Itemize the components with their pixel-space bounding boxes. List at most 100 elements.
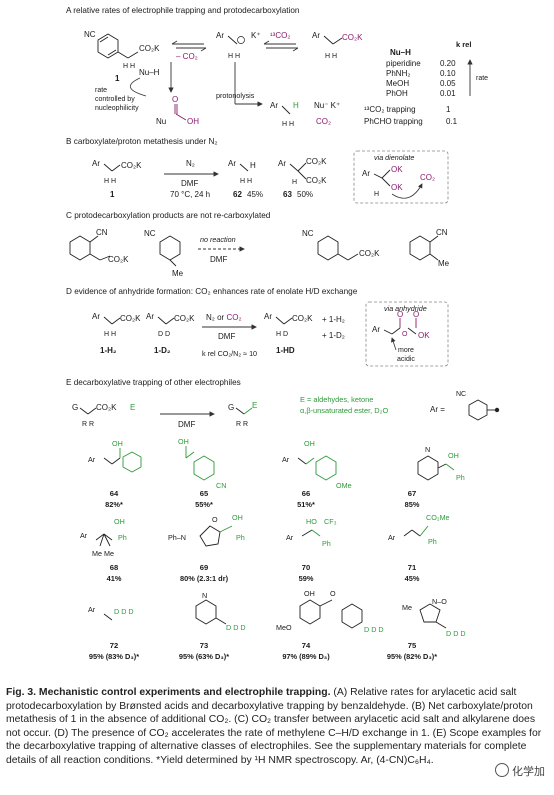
d-72: D D D [114,607,134,616]
hh-label-3: H H [325,53,337,60]
kplus-label: K⁺ [251,31,261,40]
trapping-row-value: 0.1 [446,117,458,126]
nuh-label: Nu–H [139,68,160,77]
compound-1-label: 1 [115,74,120,83]
product-id: 67 [408,489,416,498]
hh-label-4: H H [282,121,294,128]
oh-66: OH [304,439,315,448]
watermark: 化学加 [492,762,548,780]
g-e1: G [72,403,78,412]
caption-title: Fig. 3. Mechanistic control experiments … [6,687,331,698]
co2k-label: CO₂K [139,44,160,53]
product-yield: 95% (82% D₃)* [387,652,437,661]
product-yield: 95% (63% D₃)* [179,652,229,661]
nc-label: NC [84,30,96,39]
h-label: H [293,101,299,110]
attachment-point-icon [494,407,500,413]
n-75: N–O [432,597,447,606]
compound-1-structure [97,33,139,59]
rr-e1: R R [82,421,94,428]
ar-68: Ar [80,531,88,540]
cn-65: CN [216,481,226,490]
rate-axis-label: rate [476,75,488,82]
c1hd: 1-HD [276,346,295,355]
n-67: N [425,445,430,454]
nc-def: NC [456,391,466,398]
d-74: D D D [364,625,384,634]
p63: 63 [283,190,292,199]
o-label: O [172,95,178,104]
product-id: 69 [200,563,208,572]
g-e2: G [228,403,234,412]
product-id: 72 [110,641,118,650]
product-id: 74 [302,641,311,650]
product-id: 66 [302,489,310,498]
product-yield: 97% (89% D₃) [282,652,330,661]
product-yield: 45% [405,574,420,583]
rate-note-1: rate [95,87,107,94]
acidic-arrow [390,337,397,351]
ph-70: Ph [322,539,331,548]
ho-70: HO [306,517,317,526]
plus-1d2: + 1-D₂ [322,331,345,340]
ar-b2: Ar [228,159,236,168]
h-b3: H [292,179,297,186]
section-a-heading: A relative rates of electrophile trappin… [66,6,300,15]
hh-b1: H H [104,178,116,185]
ph-67: Ph [456,473,465,482]
wechat-icon [495,763,509,777]
hh-d1: H H [104,331,116,338]
cf3-70: CF₃ [324,517,337,526]
krel-row-name: PhNH₂ [386,69,410,78]
product-id: 75 [408,641,417,650]
watermark-text: 化学加 [512,766,545,778]
nc-c3: NC [302,229,314,238]
product-yield: 51%* [297,500,315,509]
cn-c4: CN [436,228,448,237]
ph-71: Ph [428,537,437,546]
co2k-c3: CO₂K [359,249,380,258]
rate-note-2: controlled by [95,96,135,103]
h-b2: H [250,161,256,170]
cond-b3: 70 °C, 24 h [170,190,210,199]
d-73: D D D [226,623,246,632]
ph-68: Ph [118,533,127,542]
d-75: D D D [446,629,466,638]
cond-d1: N₂ or CO₂ [206,313,242,322]
oh-68: OH [114,517,125,526]
no-reaction-label: no reaction [200,235,236,244]
ar-d1: Ar [92,312,100,321]
hh-label: H H [123,63,135,70]
o-dbox3: O [402,331,408,338]
me-c2: Me [172,269,184,278]
ar-70: Ar [286,533,294,542]
ar-d3: Ar [264,312,272,321]
krel-row-name: PhOH [386,89,408,98]
ok-d: OK [418,331,430,340]
dmf-c: DMF [210,255,227,264]
acidic-label: acidic [397,356,415,363]
oh-64: OH [112,439,123,448]
krel-row-value: 0.05 [440,79,456,88]
rate-note-3: nucleophilicity [95,105,139,112]
ar-def: Ar = [430,405,445,414]
o-69: O [212,515,218,524]
p62-yield: 45% [247,190,263,199]
krel-row-value: 0.01 [440,89,456,98]
minus-co2-label: – CO₂ [176,52,198,61]
product-id: 71 [408,563,417,572]
e-def-2: α,β-unsaturated ester, D₂O [300,406,388,415]
plus-1h2: + 1-H₂ [322,315,345,324]
trapping-row-name: ¹³CO₂ trapping [364,105,416,114]
figure-caption: Fig. 3. Mechanistic control experiments … [6,686,548,768]
ar-b1: Ar [92,159,100,168]
co2k-d1: CO₂K [120,314,141,323]
product-yield: 41% [107,574,122,583]
n-73: N [202,591,207,600]
dienolate-box [353,150,449,204]
oh-label: OH [187,117,199,126]
ar-bbox: Ar [362,169,370,178]
